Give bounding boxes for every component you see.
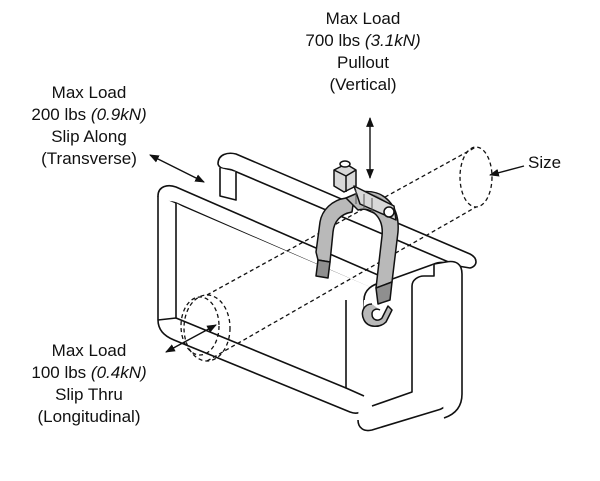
slip-thru-arrow bbox=[165, 324, 217, 353]
slip-along-name: Slip Along bbox=[51, 127, 127, 146]
pullout-value: 700 lbs bbox=[305, 31, 365, 50]
slip-along-value-line: 200 lbs (0.9kN) bbox=[14, 104, 164, 126]
pullout-name: Pullout bbox=[337, 53, 389, 72]
size-label: Size bbox=[528, 152, 588, 174]
pipe-strap bbox=[315, 160, 399, 327]
pullout-direction: (Vertical) bbox=[329, 75, 397, 94]
pullout-value-line: 700 lbs (3.1kN) bbox=[288, 30, 438, 52]
slip-thru-metric: (0.4kN) bbox=[90, 363, 147, 382]
pipe bbox=[180, 146, 493, 362]
pullout-title: Max Load bbox=[325, 9, 401, 28]
slip-thru-name: Slip Thru bbox=[55, 385, 123, 404]
slip-along-load-label: Max Load 200 lbs (0.9kN) Slip Along (Tra… bbox=[14, 82, 164, 170]
slip-thru-title: Max Load bbox=[51, 341, 127, 360]
slip-thru-direction: (Longitudinal) bbox=[37, 407, 141, 426]
slip-along-metric: (0.9kN) bbox=[90, 105, 147, 124]
pullout-load-label: Max Load 700 lbs (3.1kN) Pullout (Vertic… bbox=[288, 8, 438, 96]
slip-along-arrow bbox=[149, 154, 205, 183]
size-text: Size bbox=[528, 153, 562, 172]
slip-thru-value: 100 lbs bbox=[31, 363, 91, 382]
size-arrow bbox=[489, 165, 525, 177]
slip-thru-value-line: 100 lbs (0.4kN) bbox=[14, 362, 164, 384]
slip-along-title: Max Load bbox=[51, 83, 127, 102]
pullout-metric: (3.1kN) bbox=[364, 31, 421, 50]
slip-along-value: 200 lbs bbox=[31, 105, 91, 124]
slip-thru-load-label: Max Load 100 lbs (0.4kN) Slip Thru (Long… bbox=[14, 340, 164, 428]
load-arrows bbox=[149, 117, 525, 353]
strut-channel bbox=[157, 184, 463, 432]
slip-along-direction: (Transverse) bbox=[41, 149, 137, 168]
